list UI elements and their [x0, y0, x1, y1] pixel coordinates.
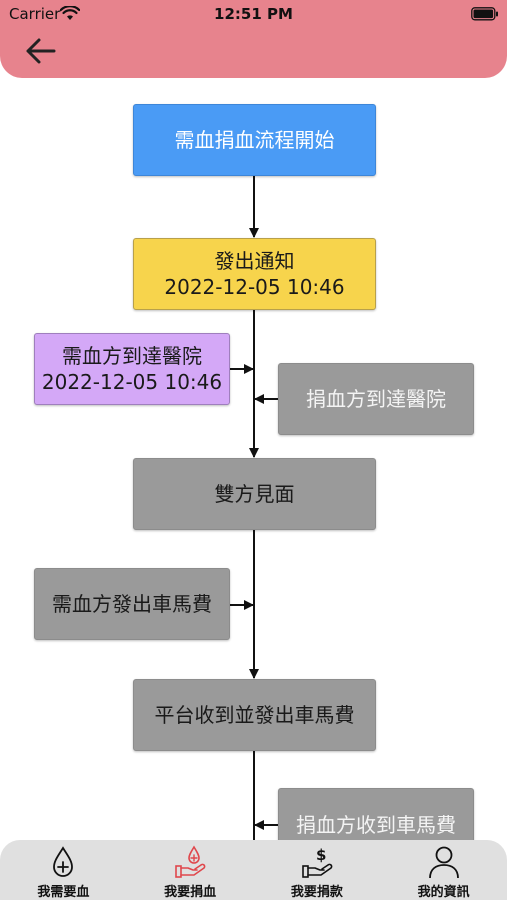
flow-node-donor-fare: 捐血方收到車馬費	[278, 788, 474, 840]
blood-drop-plus-icon	[53, 846, 74, 877]
flow-node-platform-fare: 平台收到並發出車馬費	[133, 679, 376, 751]
header-bar: Carrier 12:51 PM	[0, 0, 507, 78]
flow-node-start: 需血捐血流程開始	[133, 104, 376, 176]
tab-my-info-label: 我的資訊	[417, 885, 470, 900]
battery-icon	[471, 7, 498, 21]
flow-connectors	[230, 176, 278, 840]
flow-node-notify: 發出通知 2022-12-05 10:46	[133, 238, 376, 310]
flow-node-receiver-arrived-label: 需血方到達醫院	[62, 344, 202, 368]
flow-node-donor-arrived: 捐血方到達醫院	[278, 363, 474, 435]
tab-need-blood[interactable]: 我需要血	[0, 840, 127, 900]
flow-node-notify-label: 發出通知	[214, 249, 295, 273]
flow-node-start-label: 需血捐血流程開始	[174, 128, 335, 152]
status-bar: Carrier 12:51 PM	[0, 0, 507, 28]
wifi-icon	[60, 6, 80, 20]
tab-donate-blood-label: 我要捐血	[164, 885, 217, 900]
carrier-label: Carrier	[9, 5, 61, 23]
tab-donate-money[interactable]: $ 我要捐款	[254, 840, 381, 900]
hand-blood-drop-icon	[175, 845, 206, 878]
arrow-left-icon	[26, 38, 56, 64]
flow-node-receiver-fare: 需血方發出車馬費	[34, 568, 230, 640]
clock: 12:51 PM	[214, 5, 293, 23]
blood-donation-flowchart: 需血捐血流程開始 發出通知 2022-12-05 10:46 需血方到達醫院 2…	[0, 78, 507, 840]
back-button[interactable]	[22, 34, 62, 68]
flow-node-platform-fare-label: 平台收到並發出車馬費	[154, 703, 355, 727]
tab-donate-money-label: 我要捐款	[290, 885, 343, 900]
user-icon	[428, 846, 459, 879]
flow-node-receiver-arrived-time: 2022-12-05 10:46	[41, 370, 223, 394]
flow-node-donor-fare-label: 捐血方收到車馬費	[296, 813, 456, 837]
tab-need-blood-label: 我需要血	[37, 885, 90, 900]
flow-node-receiver-fare-label: 需血方發出車馬費	[52, 592, 212, 616]
flow-node-meet: 雙方見面	[133, 458, 376, 530]
tab-donate-blood[interactable]: 我要捐血	[127, 840, 254, 900]
flow-node-receiver-arrived: 需血方到達醫院 2022-12-05 10:46	[34, 333, 230, 405]
flow-node-meet-label: 雙方見面	[214, 482, 295, 506]
flow-node-donor-arrived-label: 捐血方到達醫院	[306, 387, 446, 411]
flow-node-notify-time: 2022-12-05 10:46	[164, 275, 345, 299]
hand-dollar-icon: $	[302, 846, 333, 878]
tab-my-info[interactable]: 我的資訊	[380, 840, 507, 900]
svg-text:$: $	[316, 846, 326, 864]
tab-bar: 我需要血 我要捐血 $ 我要捐款 我的資訊	[0, 840, 507, 900]
